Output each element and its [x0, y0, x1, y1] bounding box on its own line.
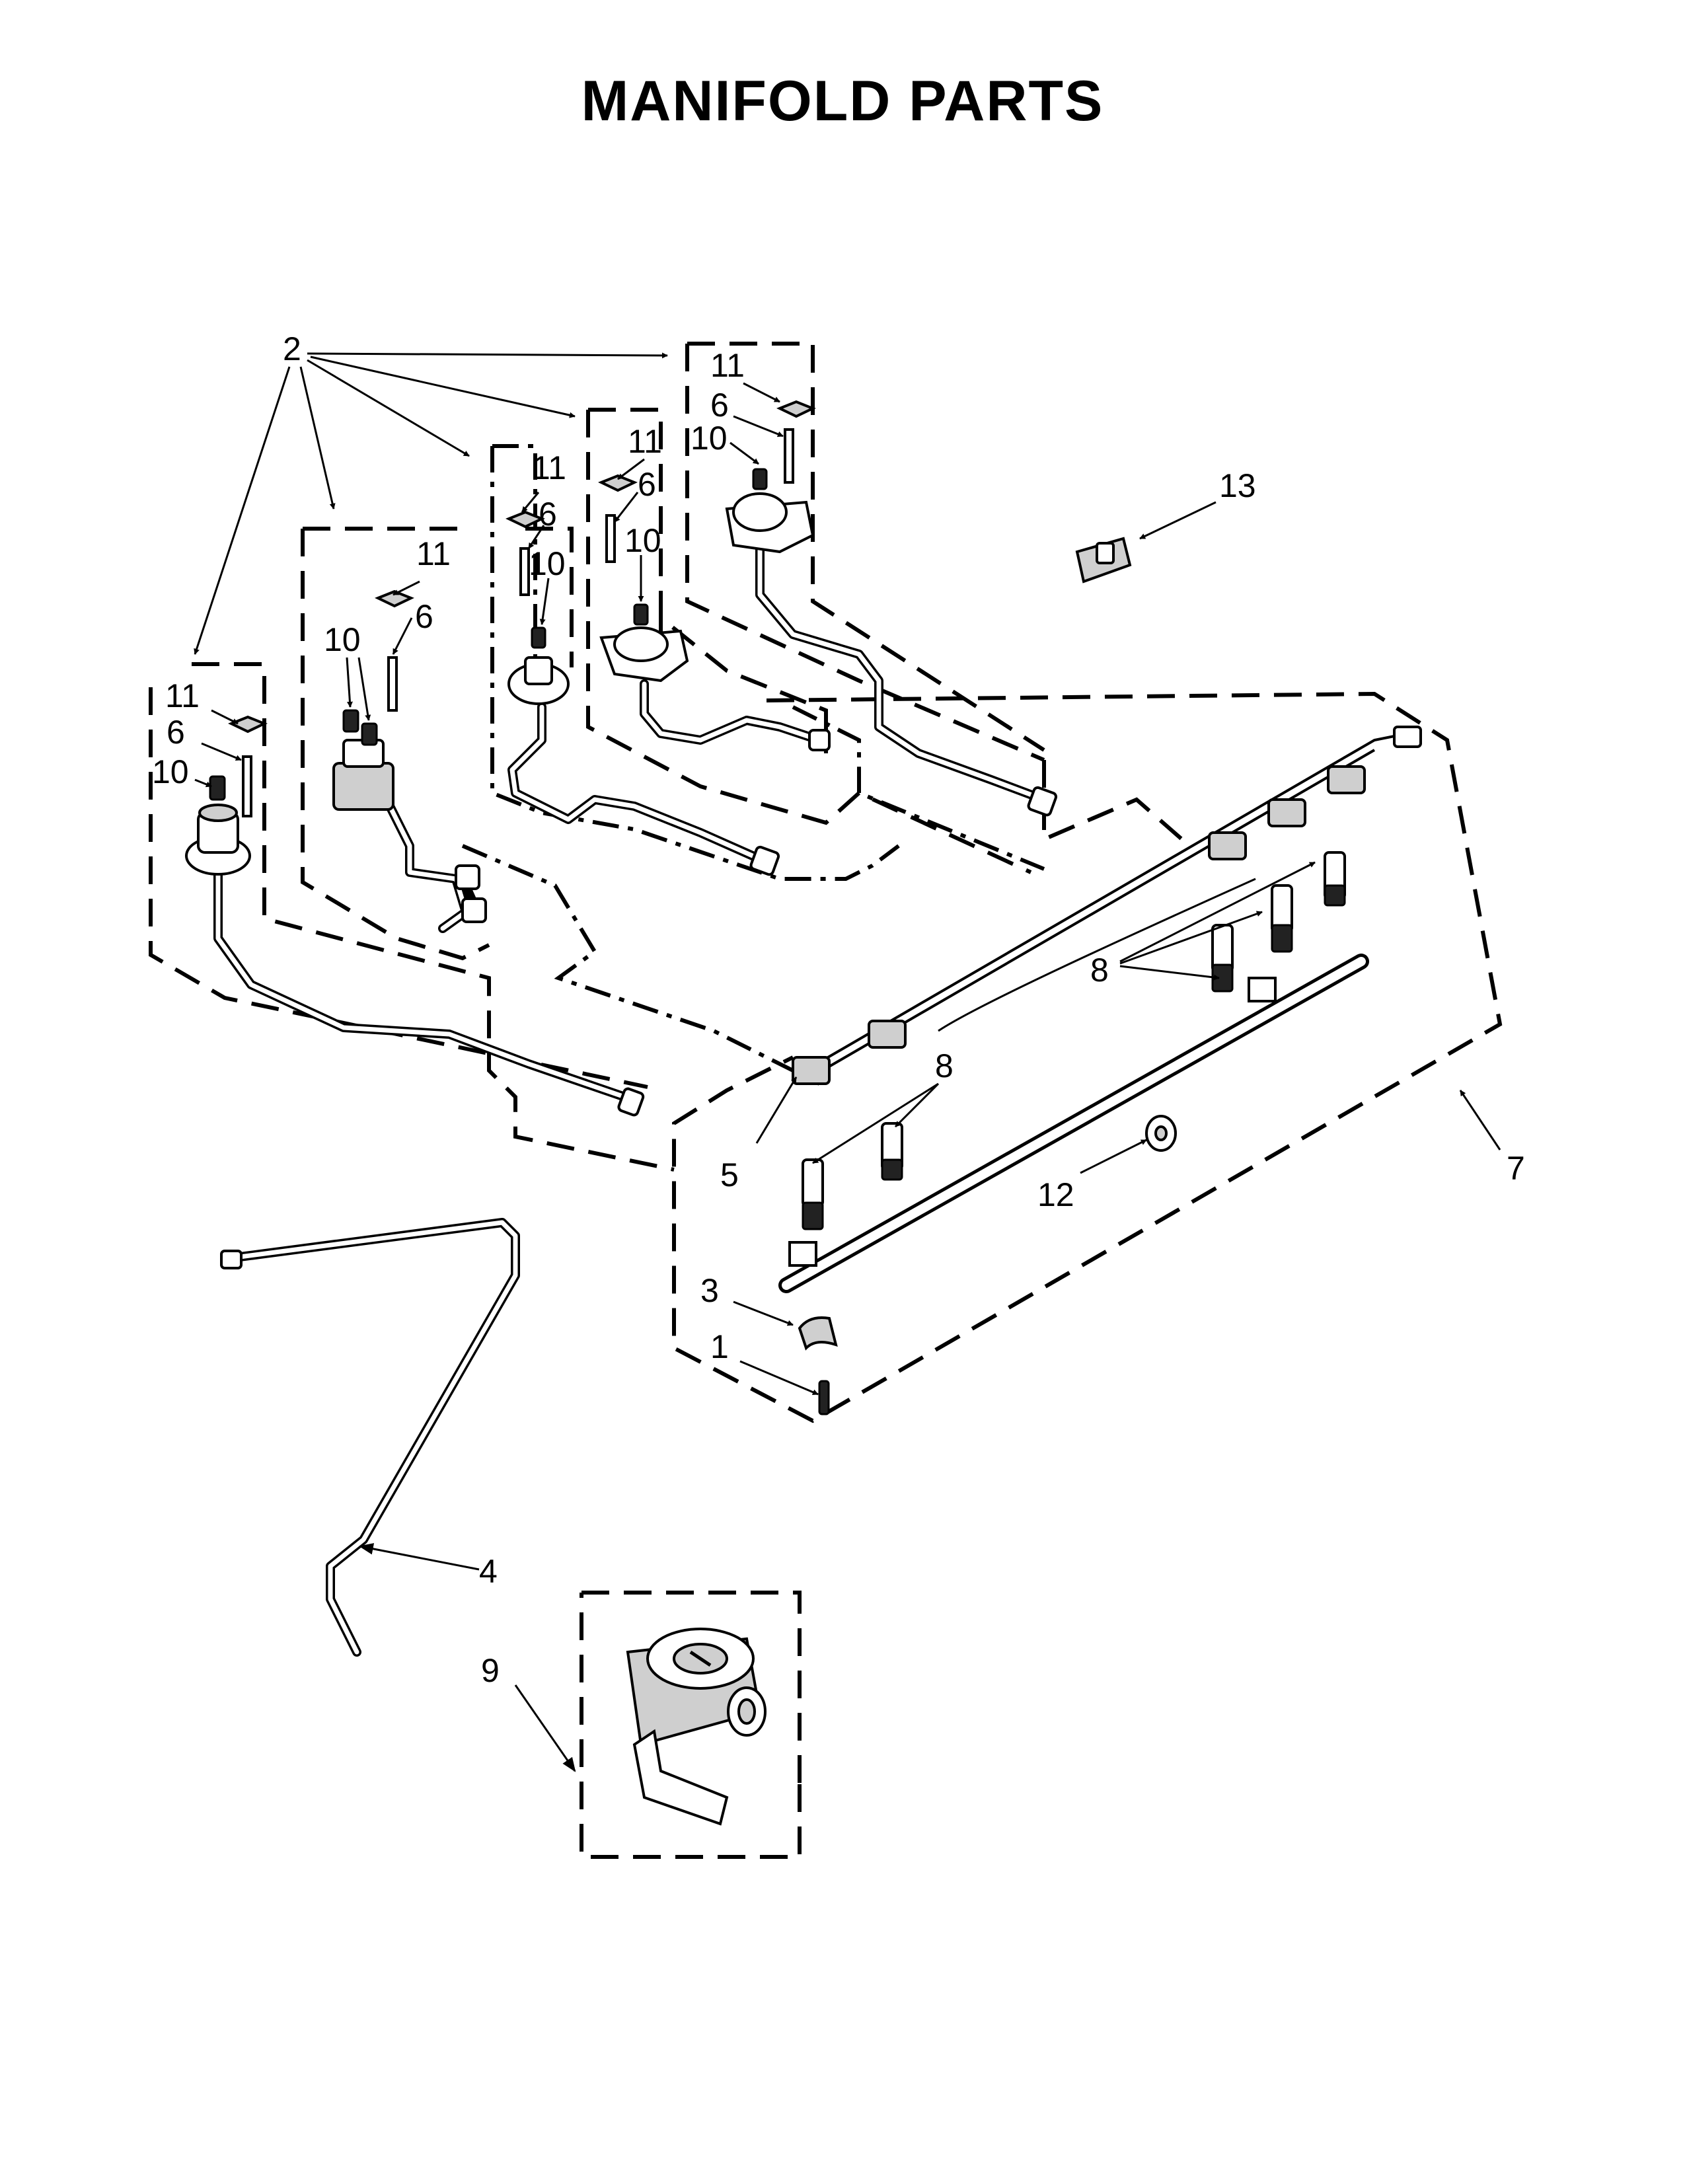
burner-valve-2	[332, 589, 487, 933]
thermocouple-6b-icon	[387, 656, 398, 712]
igniter-switches-5	[792, 726, 1422, 1085]
callout-2: 2	[283, 330, 301, 367]
burner-valve-left	[185, 715, 645, 1117]
thermocouple-6-icon	[242, 755, 252, 817]
callout-6e: 6	[167, 714, 185, 751]
clip-11e-icon	[776, 400, 816, 418]
callout-10d: 10	[324, 621, 361, 658]
callout-10e: 10	[152, 753, 189, 790]
box-burner-3-top	[492, 444, 537, 661]
callout-11c: 11	[532, 449, 566, 486]
callout-6d: 6	[415, 598, 433, 635]
burner-valve-5	[725, 400, 1058, 817]
page-title: MANIFOLD PARTS	[581, 69, 1104, 133]
manifold-assembly	[778, 726, 1422, 1415]
callout-11e: 11	[165, 677, 200, 714]
callout-13: 13	[1219, 467, 1256, 504]
burner-group-boxes	[149, 342, 1503, 1859]
callout-11d: 11	[416, 535, 451, 572]
clip-11-icon	[228, 715, 268, 734]
box-regulator	[580, 1591, 802, 1859]
callout-10b: 10	[624, 522, 661, 559]
gas-tube-4	[220, 1218, 520, 1657]
clamp-3-icon	[798, 1316, 838, 1351]
callout-10c: 10	[529, 545, 566, 582]
callout-12: 12	[1037, 1176, 1074, 1213]
screw-1-icon	[818, 1380, 830, 1415]
callout-6c: 6	[539, 496, 557, 533]
box-burner-2-left	[301, 529, 490, 961]
box-burner-5-right	[687, 342, 1045, 752]
callout-1: 1	[710, 1328, 729, 1365]
callout-7: 7	[1507, 1150, 1525, 1187]
callout-11a: 11	[710, 347, 745, 384]
callout-labels: 2 11 6 10 11 6 10 11 6 10 11 6 10 11 6 1…	[152, 330, 1525, 1689]
screw-10e-icon	[752, 468, 768, 490]
callout-9: 9	[481, 1652, 500, 1689]
callout-11b: 11	[628, 423, 662, 460]
box-burner-4-top	[588, 408, 828, 753]
burner-valve-4	[598, 474, 831, 751]
callout-6a: 6	[710, 387, 729, 424]
bracket-icon	[788, 1241, 817, 1267]
bracket-icon-2	[1248, 977, 1277, 1002]
terminal-block-13	[1075, 537, 1132, 584]
screw-10b-icon	[361, 722, 378, 746]
thermocouple-6d-icon	[605, 514, 616, 563]
callout-8-right: 8	[1090, 952, 1109, 989]
box-burner-5-tail	[1042, 760, 1191, 848]
box-burner-5-left	[685, 344, 1045, 762]
leader-lines	[194, 352, 1501, 1772]
orifice-valves-8	[802, 851, 1346, 1230]
screw-10a-icon	[342, 709, 359, 733]
clip-11b-icon	[375, 589, 414, 608]
thermocouple-6e-icon	[784, 428, 794, 484]
clip-11d-icon	[598, 474, 638, 492]
box-burner-3-link	[461, 844, 821, 1086]
burner-valve-3	[506, 510, 780, 876]
box-burner-left-bottom	[149, 687, 648, 1089]
callout-6b: 6	[638, 466, 656, 503]
callout-8-left: 8	[935, 1047, 954, 1084]
box-manifold	[672, 691, 1503, 1423]
callout-10a: 10	[691, 420, 728, 457]
thermocouple-6c-icon	[519, 547, 530, 596]
screw-10-icon	[209, 775, 226, 801]
screw-10c-icon	[531, 626, 546, 649]
screw-10d-icon	[633, 603, 649, 626]
callout-5: 5	[720, 1156, 739, 1193]
clip-11c-icon	[506, 510, 545, 529]
callout-3: 3	[700, 1272, 719, 1309]
pressure-regulator-9	[626, 1628, 767, 1826]
box-burner-left-top	[192, 662, 675, 1172]
box-burner-3-bottom	[490, 446, 900, 881]
callout-4: 4	[479, 1553, 498, 1590]
